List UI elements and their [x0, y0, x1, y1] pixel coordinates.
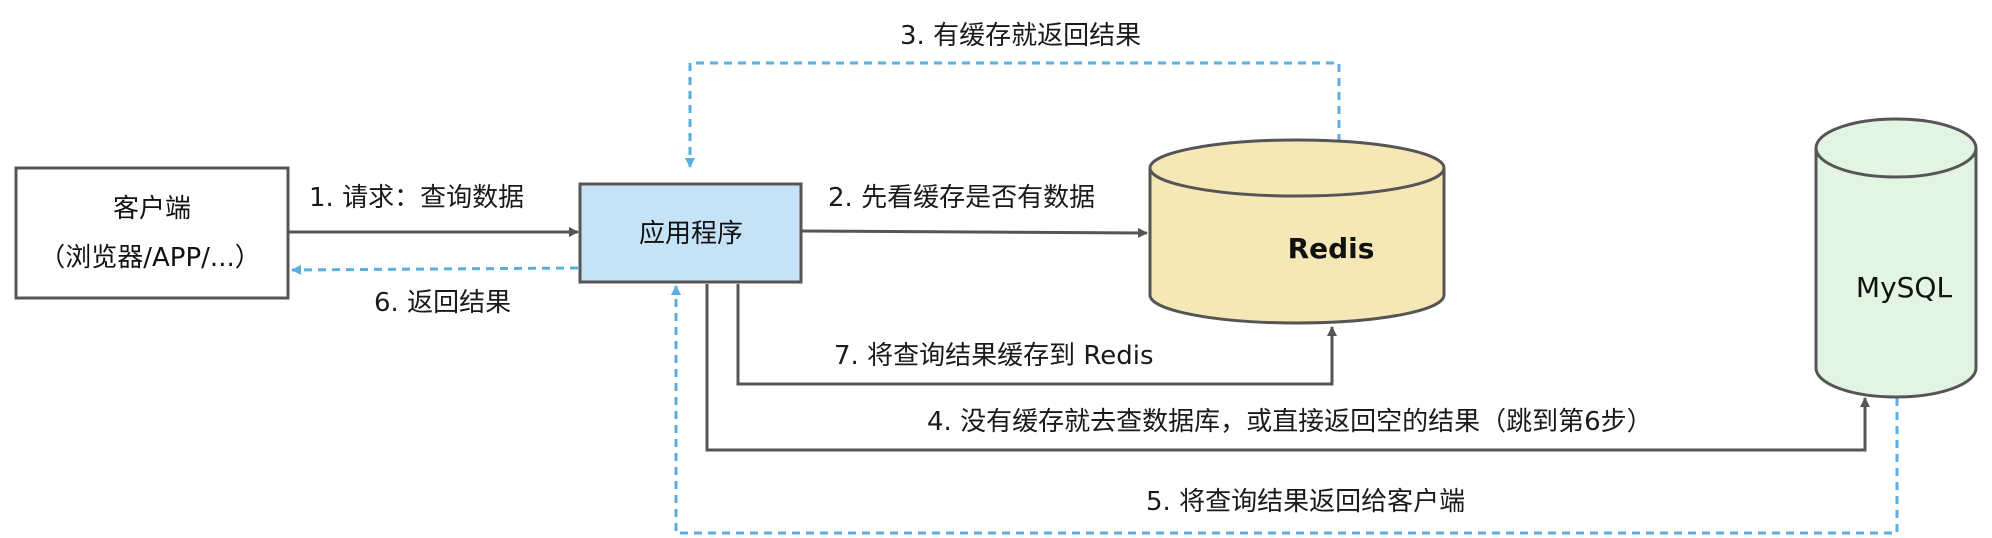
- redis-label: Redis: [1288, 232, 1375, 265]
- client-title: 客户端: [113, 194, 191, 224]
- edge-3-label: 3. 有缓存就返回结果: [900, 21, 1141, 51]
- edge-7-write-cache: [736, 284, 1337, 386]
- mysql-node: MySQL: [1814, 117, 1978, 399]
- edge-5-db-return: [671, 285, 1899, 535]
- edge-4-query-db: [705, 284, 1870, 452]
- edge-4-label: 4. 没有缓存就去查数据库，或直接返回空的结果（跳到第6步）: [927, 407, 1653, 437]
- edge-1-label: 1. 请求：查询数据: [309, 183, 524, 213]
- client-subtitle: （浏览器/APP/...）: [39, 243, 260, 273]
- mysql-label: MySQL: [1856, 271, 1953, 304]
- edge-6-label: 6. 返回结果: [374, 288, 511, 318]
- edge-6-return-result: [291, 264, 579, 275]
- edge-7-label: 7. 将查询结果缓存到 Redis: [834, 341, 1154, 371]
- client-node: 客户端 （浏览器/APP/...）: [14, 166, 290, 300]
- app-label: 应用程序: [639, 219, 743, 249]
- edge-2-check-cache: [801, 227, 1148, 238]
- edge-2-label: 2. 先看缓存是否有数据: [828, 183, 1095, 213]
- app-node: 应用程序: [578, 182, 803, 284]
- redis-node: Redis: [1148, 138, 1446, 325]
- edge-5-label: 5. 将查询结果返回给客户端: [1146, 487, 1465, 517]
